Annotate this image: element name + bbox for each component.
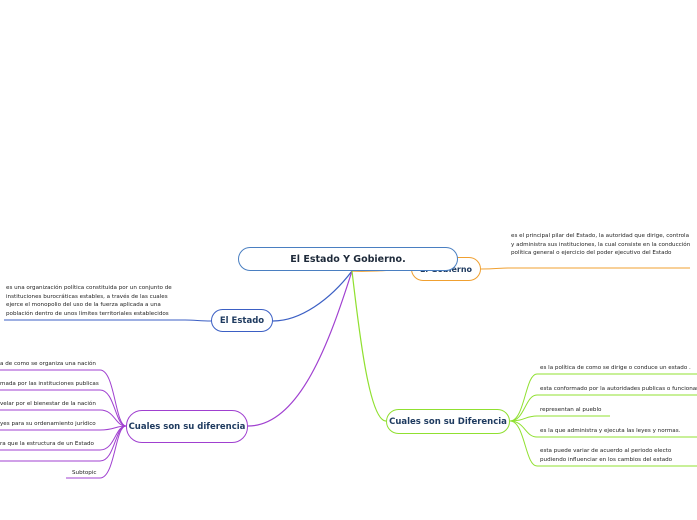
dif-right-item-2[interactable]: esta conformado por la autoridades publi… (540, 386, 697, 392)
link-gobierno-note (480, 267, 509, 270)
gobierno-note[interactable]: es el principal pilar del Estado, la aut… (511, 233, 691, 257)
link-root-dif-right (351, 270, 387, 422)
dif-left-item-5[interactable]: ra que la estructura de un Estado (0, 441, 94, 447)
dif-left-item-3[interactable]: velar por el bienestar de la nación (0, 401, 96, 407)
dif-right-item-1[interactable]: es la política de como se dirige o condu… (540, 365, 691, 371)
central-topic[interactable]: El Estado Y Gobierno. (238, 247, 458, 271)
dif-left-item-1[interactable]: a de como se organiza una nación (0, 361, 96, 367)
link-root-dif-left (247, 270, 353, 427)
dif-left-branches (0, 369, 127, 479)
dif-right-item-3[interactable]: representan al pueblo (540, 407, 602, 413)
topic-diferencia-left[interactable]: Cuales son su diferencia (126, 410, 248, 443)
topic-estado[interactable]: El Estado (211, 309, 273, 332)
dif-left-item-2[interactable]: mada por las instituciones publicas (0, 381, 99, 387)
link-estado-note (184, 319, 212, 322)
topic-diferencia-right[interactable]: Cuales son su Diferencia (386, 409, 510, 434)
estado-note[interactable]: es una organización política constituida… (6, 285, 172, 317)
dif-left-subtopic[interactable]: Subtopic (72, 470, 97, 476)
dif-right-branches (509, 373, 697, 467)
dif-right-item-5[interactable]: esta puede variar de acuerdo al periodo … (540, 448, 673, 463)
dif-left-item-4[interactable]: yes para su ordenamiento jurídico (0, 421, 96, 427)
dif-right-item-4[interactable]: es la que administra y ejecuta las leyes… (540, 428, 681, 434)
link-root-estado (272, 270, 353, 322)
